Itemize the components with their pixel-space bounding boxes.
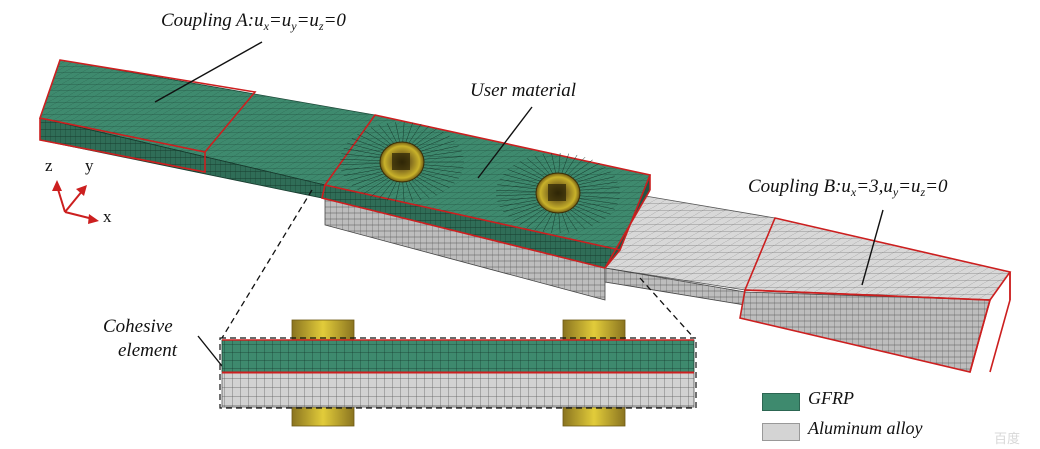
cohesive-label-line1: Cohesive — [103, 316, 173, 337]
bolt-right — [535, 172, 581, 214]
user-material-label: User material — [470, 80, 577, 101]
cohesive-label-line2: element — [118, 340, 178, 361]
axis-triad — [52, 180, 99, 224]
legend-label-gfrp: GFRP — [808, 388, 854, 408]
aluminum-plate — [324, 189, 1012, 373]
coupling-a-term-1: uy= — [281, 10, 310, 33]
legend-label-aluminum: Aluminum alloy — [808, 418, 923, 438]
coupling-a-term-0: ux= — [254, 10, 282, 33]
coupling-b-term-1: uy= — [883, 176, 911, 199]
coupling-a-term-2: uz=0 — [309, 10, 346, 33]
coupling-b-label: Coupling B:ux=3,uy=uz=0 — [748, 176, 948, 199]
axis-y-label: y — [85, 156, 94, 175]
cross-section-inset — [219, 319, 697, 427]
axis-z-label: z — [45, 156, 53, 175]
radial-mesh — [340, 122, 620, 233]
legend-swatch-gfrp — [762, 393, 800, 411]
bolt-left — [379, 141, 425, 183]
legend-swatch-aluminum — [762, 423, 800, 441]
coupling-b-term-2: uz=0 — [910, 176, 948, 199]
watermark: 百度 — [994, 432, 1021, 447]
gfrp-plate — [38, 59, 652, 269]
coupling-b-term-0: ux=3, — [841, 176, 884, 199]
coupling-a-label: Coupling A:ux=uy=uz=0 — [161, 10, 346, 33]
axis-x-label: x — [103, 207, 112, 226]
zoom-lines — [221, 189, 695, 339]
